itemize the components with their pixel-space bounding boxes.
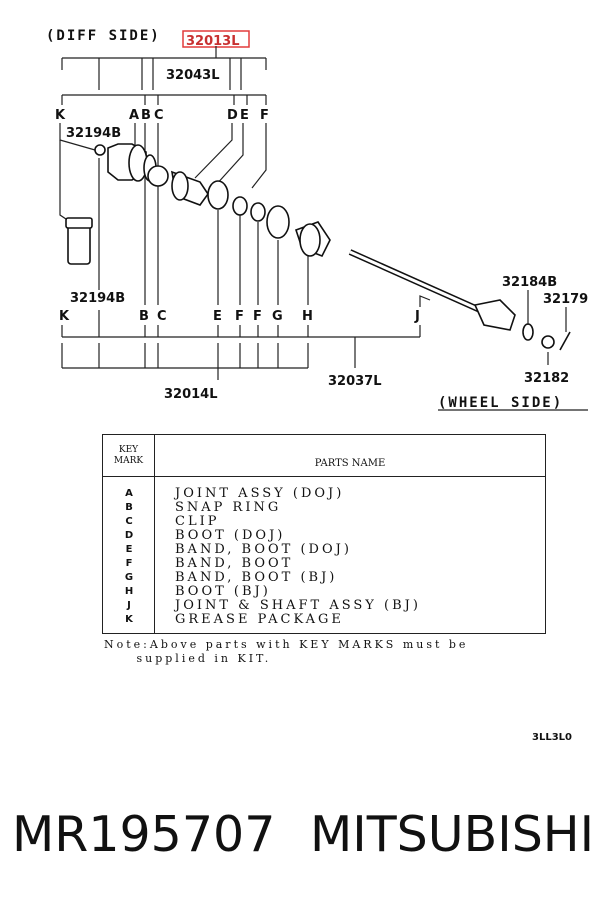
footer: MR195707 MITSUBISHI bbox=[0, 800, 600, 880]
top-letter-D: D bbox=[227, 108, 238, 123]
key-column bbox=[103, 477, 155, 633]
kit-note: Note:Above parts with KEY MARKS must be … bbox=[104, 638, 469, 665]
key-mark-header: KEY MARK bbox=[103, 435, 155, 477]
top-letter-A: A bbox=[129, 108, 139, 123]
parts-name-header: PARTS NAME bbox=[155, 435, 545, 477]
brand-name: MITSUBISHI bbox=[310, 806, 595, 863]
label-32014L: 32014L bbox=[164, 387, 218, 402]
nut-icon bbox=[541, 335, 555, 349]
diff-side-label: (DIFF SIDE) bbox=[46, 28, 161, 44]
snap-ring-small-icon bbox=[94, 144, 106, 156]
label-32179: 32179 bbox=[543, 292, 588, 307]
bj-joint-shaft-icon bbox=[473, 299, 516, 331]
label-32194B-top: 32194B bbox=[66, 126, 121, 141]
band-boot-bj-icon bbox=[266, 205, 290, 239]
bottom-letter-H: H bbox=[302, 309, 313, 324]
bottom-letter-J: J bbox=[414, 309, 420, 324]
washer-icon bbox=[522, 323, 534, 341]
cotter-pin-icon bbox=[559, 331, 571, 351]
bottom-letter-G: G bbox=[272, 309, 283, 324]
label-32043L: 32043L bbox=[166, 68, 220, 83]
top-letter-F: F bbox=[260, 108, 269, 123]
label-32194B-bottom: 32194B bbox=[70, 291, 125, 306]
band-boot-doj-icon bbox=[207, 180, 229, 210]
label-32184B: 32184B bbox=[502, 275, 557, 290]
drawing-code: 3LL3L0 bbox=[532, 732, 572, 743]
bottom-letter-C: C bbox=[157, 309, 167, 324]
band-boot-small-icon bbox=[232, 196, 248, 216]
part-number: MR195707 bbox=[12, 806, 276, 863]
highlight-part-number: 32013L bbox=[186, 34, 240, 49]
top-letter-C: C bbox=[154, 108, 164, 123]
top-letter-B: B bbox=[141, 108, 151, 123]
label-32182: 32182 bbox=[524, 371, 569, 386]
top-letter-E: E bbox=[240, 108, 249, 123]
bottom-letter-F1: F bbox=[235, 309, 244, 324]
clip-icon bbox=[147, 165, 169, 187]
bottom-letter-B: B bbox=[139, 309, 149, 324]
bottom-letter-K: K bbox=[59, 309, 70, 324]
wheel-side-label: (WHEEL SIDE) bbox=[438, 395, 563, 411]
top-letter-K: K bbox=[55, 108, 66, 123]
bottom-letter-F2: F bbox=[253, 309, 262, 324]
label-32037L: 32037L bbox=[328, 374, 382, 389]
bottom-letter-E: E bbox=[213, 309, 222, 324]
